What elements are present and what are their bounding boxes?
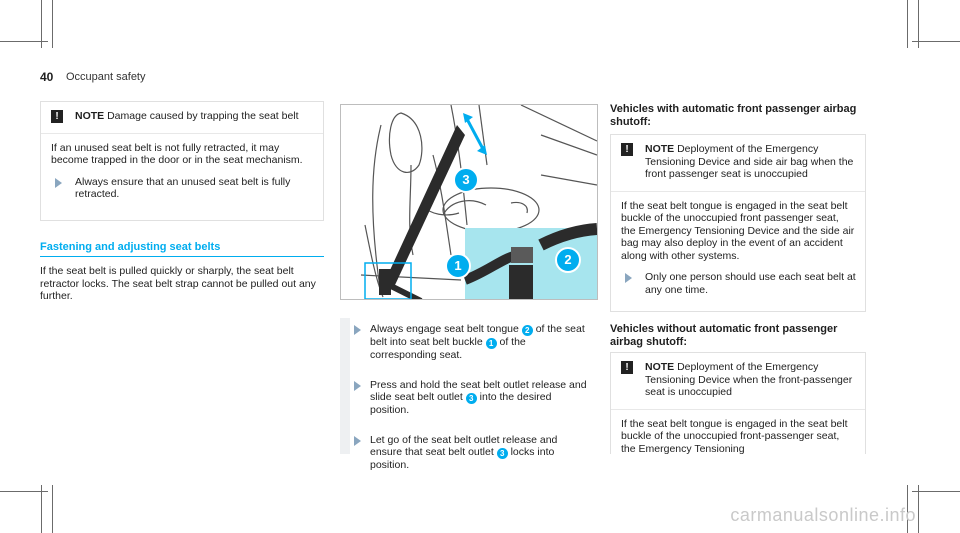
step-arrow-icon bbox=[354, 380, 361, 391]
note-text: If an unused seat belt is not fully retr… bbox=[51, 141, 303, 167]
crop-mark bbox=[0, 41, 48, 42]
note-text: If the seat belt tongue is engaged in th… bbox=[621, 417, 848, 455]
ref-number: 2 bbox=[521, 325, 533, 336]
step-text: Press and hold the seat belt outlet rele… bbox=[370, 378, 587, 404]
note-title: Deployment of the Emergency Tensioning D… bbox=[645, 361, 853, 398]
crop-mark bbox=[907, 0, 908, 48]
steps-middle: Always engage seat belt tongue 2 of the … bbox=[340, 318, 596, 474]
ref-number: 1 bbox=[485, 338, 497, 349]
watermark-logo: carmanualsonline.info bbox=[730, 505, 916, 525]
note-title: Deployment of the Emergency Tensioning D… bbox=[645, 143, 854, 180]
note-box-without-shutoff: ! NOTE Deployment of the Emergency Tensi… bbox=[610, 352, 866, 454]
note-header: ! NOTE Deployment of the Emergency Tensi… bbox=[611, 135, 865, 192]
crop-mark bbox=[41, 0, 42, 48]
warning-icon: ! bbox=[51, 110, 63, 123]
crop-mark bbox=[907, 485, 908, 533]
section-rule bbox=[40, 256, 324, 257]
crop-mark bbox=[52, 485, 53, 533]
step-text: Always engage seat belt tongue bbox=[370, 323, 519, 335]
crop-mark bbox=[0, 491, 48, 492]
step-text: of the seat belt into seat belt buckle bbox=[370, 323, 585, 348]
crop-mark bbox=[41, 485, 42, 533]
crop-mark bbox=[912, 491, 960, 492]
note-label: NOTE bbox=[645, 143, 675, 155]
note-text: If the seat belt tongue is engaged in th… bbox=[621, 199, 855, 262]
fastening-text: If the seat belt is pulled quickly or sh… bbox=[40, 265, 316, 302]
step-text: Always ensure that an unused seat belt i… bbox=[75, 175, 291, 201]
note-step: Always ensure that an unused seat belt i… bbox=[41, 171, 323, 203]
step-item: Always engage seat belt tongue 2 of the … bbox=[340, 318, 596, 364]
step-text: Only one person should use each seat bel… bbox=[645, 271, 856, 296]
step-item: Let go of the seat belt outlet release a… bbox=[340, 429, 596, 474]
step-text: into the desired position. bbox=[370, 391, 552, 416]
step-arrow-icon bbox=[55, 177, 62, 188]
note-title: Damage caused by trapping the seat belt bbox=[107, 110, 299, 122]
crop-mark bbox=[918, 0, 919, 48]
step-text: locks into position. bbox=[370, 446, 555, 471]
warning-icon: ! bbox=[621, 361, 633, 374]
crop-mark bbox=[912, 41, 960, 42]
step-arrow-icon bbox=[354, 435, 361, 446]
callout-2: 2 bbox=[555, 247, 581, 273]
callout-1: 1 bbox=[445, 253, 471, 279]
note-header: ! NOTE Deployment of the Emergency Tensi… bbox=[611, 353, 865, 410]
seat-belt-drawing bbox=[360, 105, 597, 299]
note-box-with-shutoff: ! NOTE Deployment of the Emergency Tensi… bbox=[610, 134, 866, 312]
heading-without-shutoff: Vehicles without automatic front passeng… bbox=[610, 323, 838, 348]
heading-with-shutoff: Vehicles with automatic front passenger … bbox=[610, 103, 857, 128]
step-text: of the corresponding seat. bbox=[370, 336, 526, 361]
note-label: NOTE bbox=[75, 110, 105, 122]
note-box-trapping: ! NOTE Damage caused by trapping the sea… bbox=[40, 101, 324, 221]
section-title: Occupant safety bbox=[66, 71, 146, 83]
step-arrow-icon bbox=[625, 273, 632, 283]
warning-icon: ! bbox=[621, 143, 633, 156]
ref-number: 3 bbox=[465, 393, 477, 404]
note-label: NOTE bbox=[645, 361, 675, 373]
crop-mark bbox=[52, 0, 53, 48]
section-heading: Fastening and adjusting seat belts bbox=[40, 241, 221, 253]
seat-belt-illustration: 3 1 2 bbox=[340, 104, 598, 300]
crop-mark bbox=[918, 485, 919, 533]
callout-3: 3 bbox=[453, 167, 479, 193]
note-header: ! NOTE Damage caused by trapping the sea… bbox=[41, 102, 323, 134]
step-bar bbox=[340, 318, 350, 454]
step-arrow-icon bbox=[354, 325, 361, 335]
ref-number: 3 bbox=[496, 448, 508, 459]
note-step: Only one person should use each seat bel… bbox=[611, 266, 865, 298]
page-number: 40 bbox=[40, 70, 54, 84]
step-item: Press and hold the seat belt outlet rele… bbox=[340, 374, 596, 419]
step-text: Let go of the seat belt outlet release a… bbox=[370, 433, 558, 459]
